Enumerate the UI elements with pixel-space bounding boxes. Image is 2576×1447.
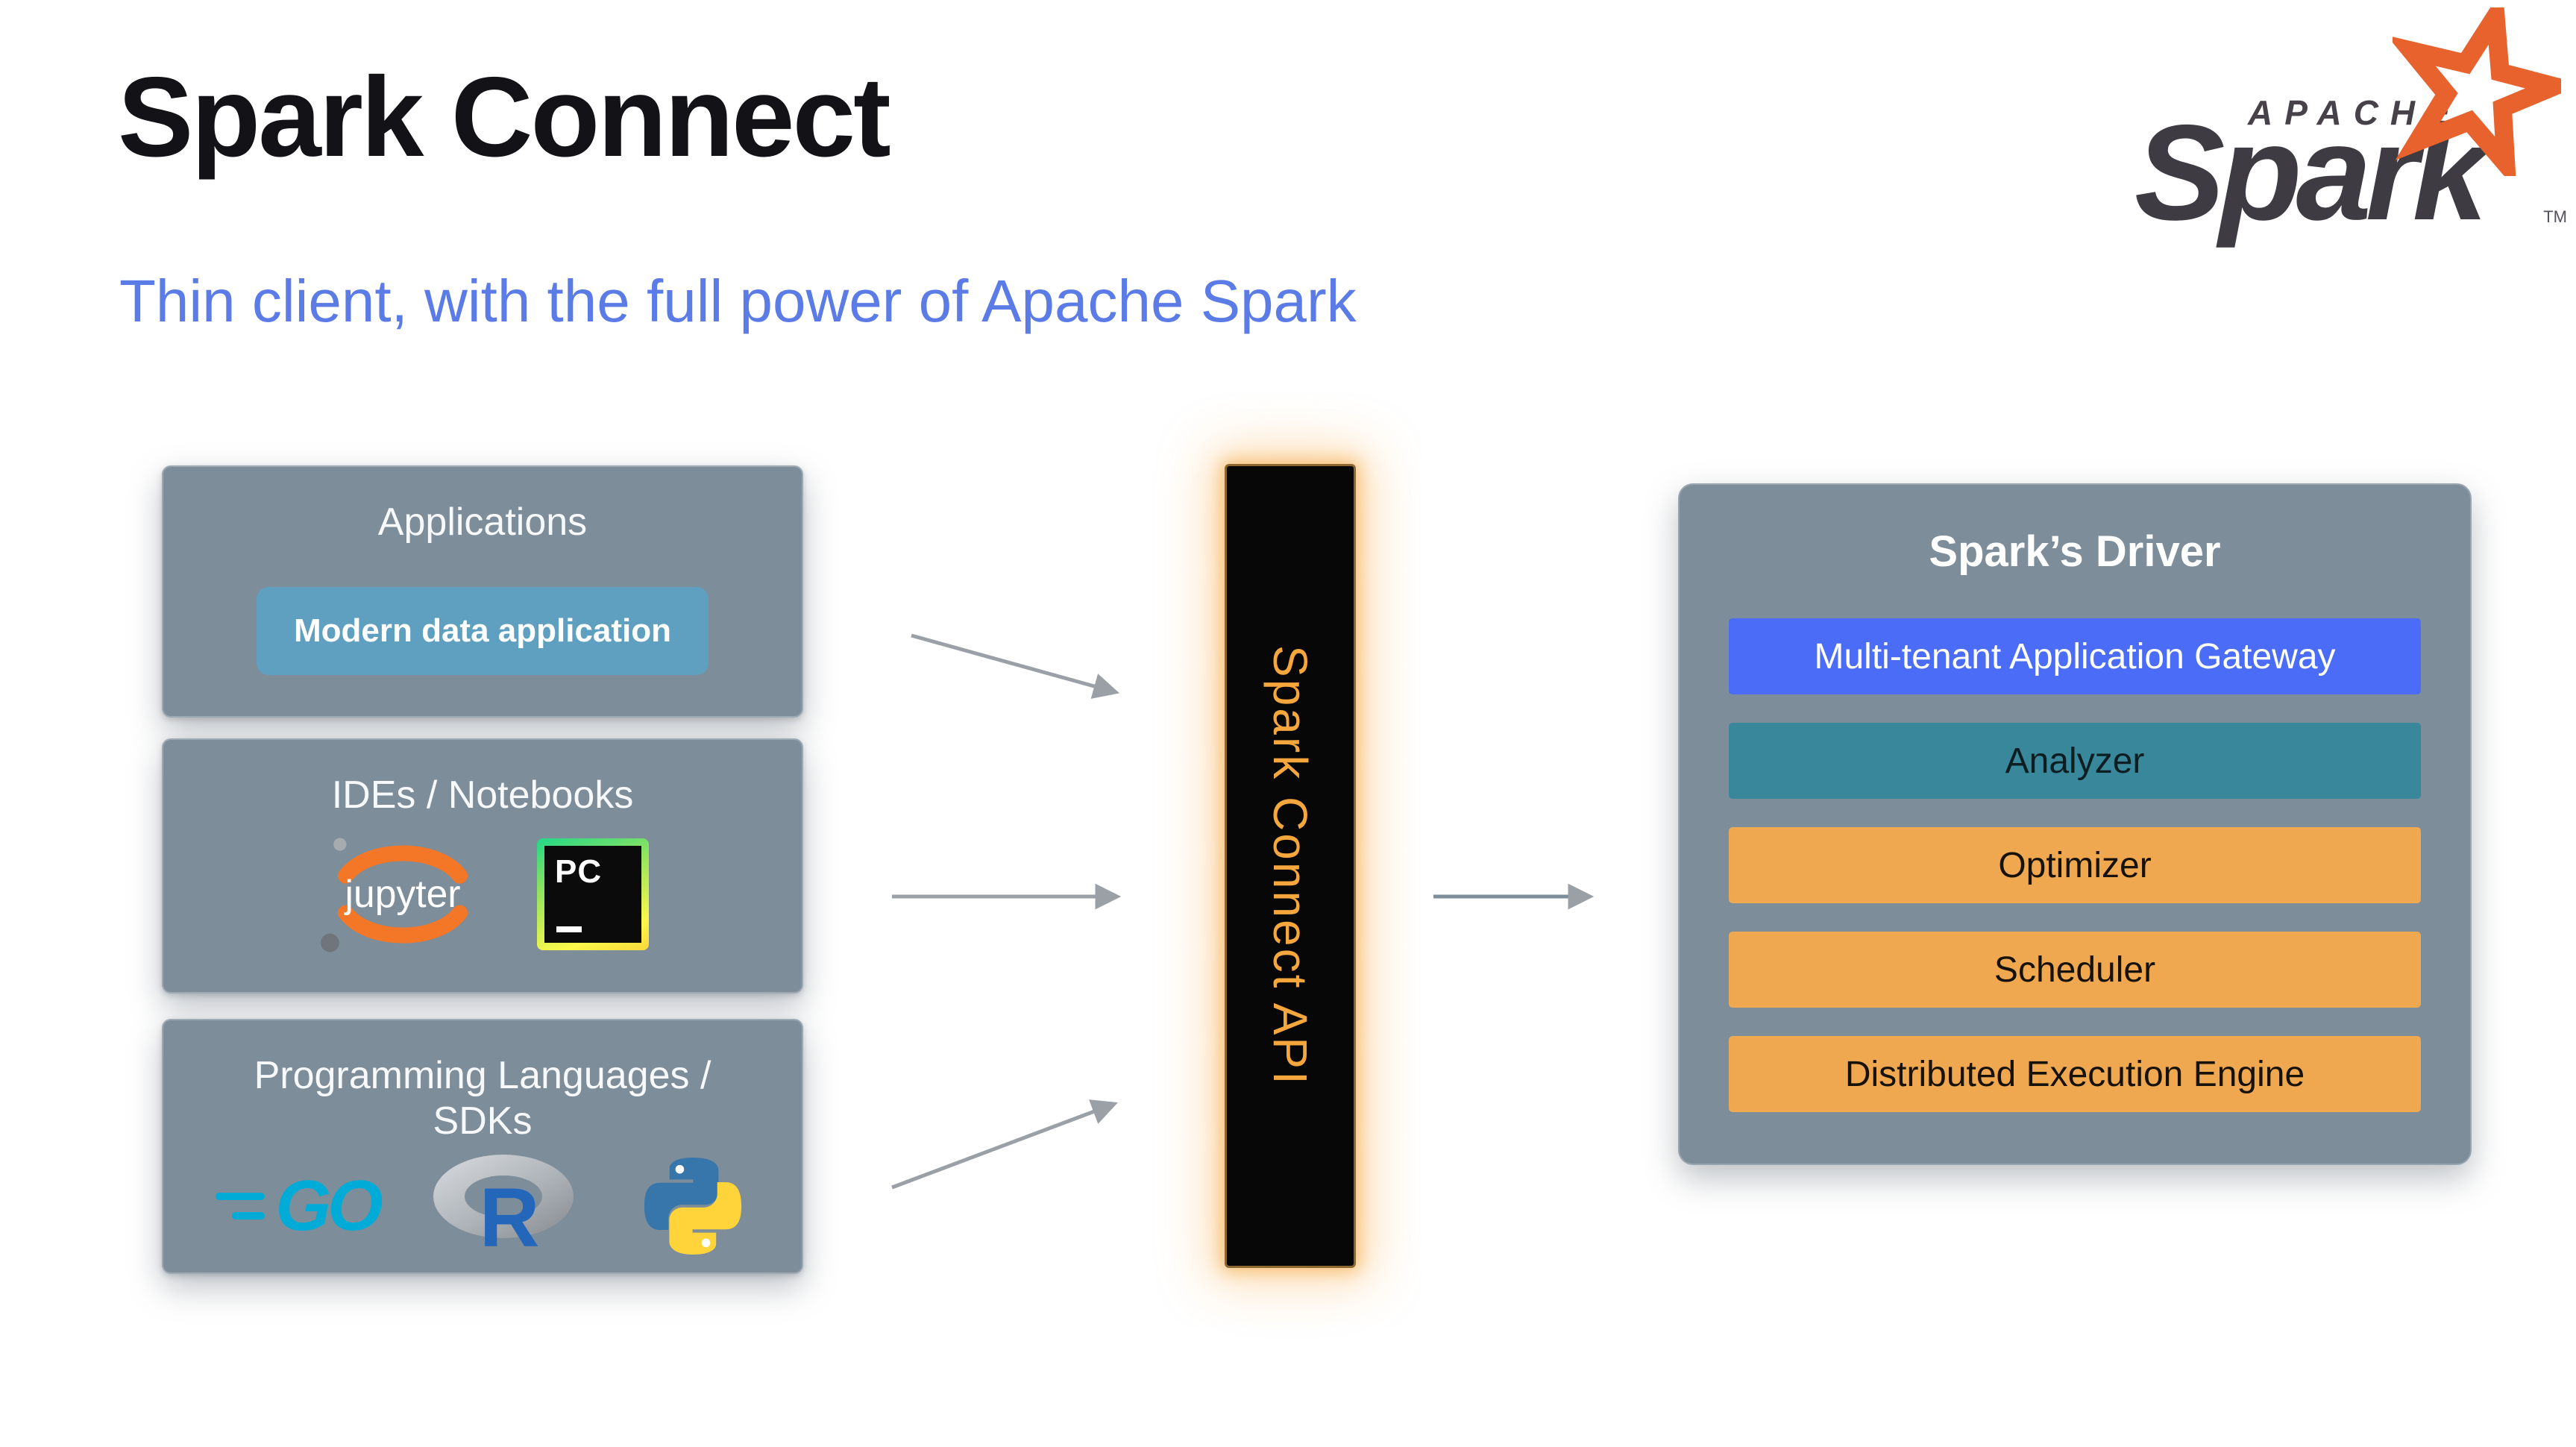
arrow-applications [911,633,1120,699]
pycharm-underscore [556,926,582,933]
jupyter-icon: jupyter [321,838,468,952]
driver-row-scheduler: Scheduler [1729,932,2421,1008]
applications-panel: Applications Modern data application [162,465,803,718]
arrow-languages [891,1099,1118,1190]
programming-languages-panel: Programming Languages / SDKs GO R [162,1019,803,1274]
spark-driver-title: Spark’s Driver [1929,527,2221,576]
ides-icons-row: jupyter PC [163,829,802,960]
trademark-label: TM [2543,207,2567,226]
go-icon: GO [216,1165,383,1247]
driver-row-execution-engine: Distributed Execution Engine [1729,1036,2421,1112]
r-label: R [479,1170,540,1264]
pycharm-icon: PC [537,838,649,951]
r-icon: R [433,1150,582,1264]
spark-driver-panel: Spark’s Driver Multi-tenant Application … [1678,483,2472,1165]
spark-star-icon [2393,7,2561,176]
go-label: GO [275,1165,383,1246]
driver-row-optimizer: Optimizer [1729,827,2421,903]
languages-icons-row: GO R [163,1149,802,1264]
ides-notebooks-panel: IDEs / Notebooks jupyter PC [162,738,803,994]
applications-title: Applications [377,500,588,544]
driver-rows: Multi-tenant Application Gateway Analyze… [1729,618,2421,1112]
page-subtitle: Thin client, with the full power of Apac… [119,268,1357,334]
spark-connect-api-bar: Spark Connect API [1225,464,1356,1268]
pycharm-inner-square: PC [544,846,641,944]
programming-languages-title: Programming Languages / SDKs [254,1054,711,1143]
modern-data-application-chip: Modern data application [257,587,709,676]
ides-notebooks-title: IDEs / Notebooks [331,773,634,817]
apache-label: APACHE [2248,93,2462,132]
spark-connect-api-label: Spark Connect API [1263,645,1317,1087]
jupyter-label: jupyter [344,873,461,916]
pycharm-label: PC [555,853,603,891]
driver-row-gateway: Multi-tenant Application Gateway [1729,618,2421,694]
driver-row-analyzer: Analyzer [1729,723,2421,799]
page-title: Spark Connect [118,54,891,181]
apache-spark-logo: Spark APACHE TM [2130,6,2567,252]
r-ellipse-hole [464,1175,542,1217]
go-speed-lines [216,1192,266,1220]
python-icon [644,1157,741,1255]
